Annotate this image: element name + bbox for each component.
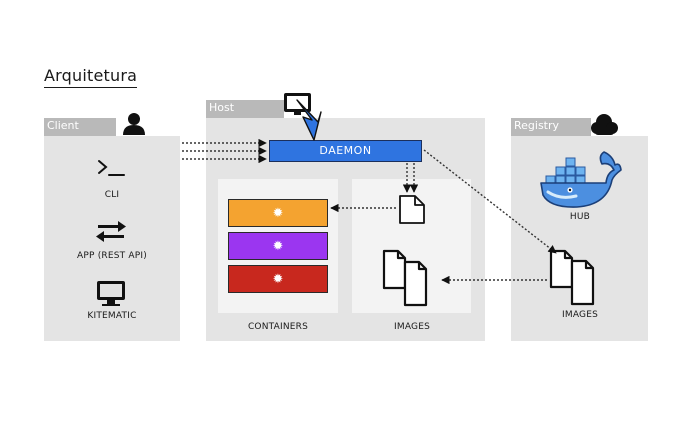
hub-label: HUB [569,212,591,222]
container-orange: ✹ [228,199,328,227]
daemon-box: DAEMON [269,140,422,162]
registry-images-label: IMAGES [562,310,598,320]
gear-icon: ✹ [272,238,284,254]
kitematic-label: KITEMATIC [87,311,137,321]
gear-icon: ✹ [272,205,284,221]
client-panel [44,136,180,341]
images-area [352,179,471,313]
diagram-title: Arquitetura [44,66,138,88]
client-tab: Client [44,118,116,136]
container-purple: ✹ [228,232,328,260]
registry-tab: Registry [511,118,591,136]
desktop-icon [284,93,311,115]
gear-icon: ✹ [272,271,284,287]
container-red: ✹ [228,265,328,293]
containers-label: CONTAINERS [247,322,309,332]
cloud-icon [591,114,618,135]
app-rest-api-label: APP (REST API) [77,251,147,261]
host-tab: Host [206,100,284,118]
host-images-label: IMAGES [394,322,430,332]
user-icon [123,113,145,135]
cli-label: CLI [104,190,120,200]
